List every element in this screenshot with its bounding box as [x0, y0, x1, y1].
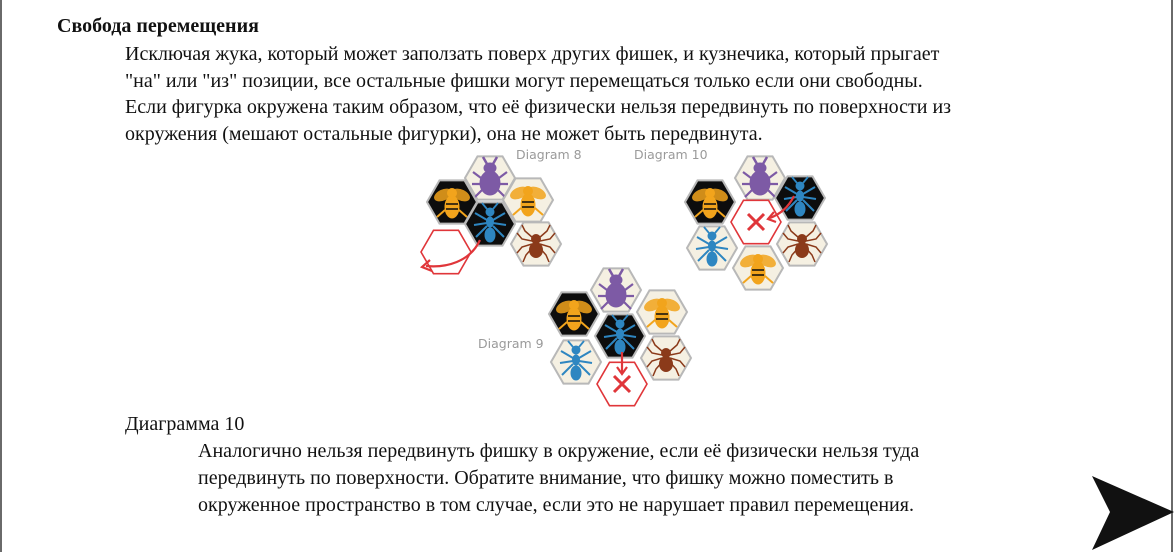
- diagram-10-label: Diagram 10: [634, 147, 708, 162]
- paragraph-line: "на" или "из" позиции, все остальные фиш…: [125, 69, 923, 92]
- paragraph-line: передвинуть по поверхности. Обратите вни…: [198, 467, 894, 489]
- hex-tile-ant: [594, 313, 646, 359]
- hex-tile-bee: [636, 289, 688, 335]
- hex-tile-ant: [686, 225, 738, 271]
- hex-tile-bee: [684, 179, 736, 225]
- rules-paragraph: Исключая жука, который может заползать п…: [125, 41, 1135, 147]
- paragraph-line: Исключая жука, который может заползать п…: [125, 43, 940, 65]
- diagram-8: [419, 155, 562, 275]
- paragraph-line: окруженное пространство в том случае, ес…: [198, 494, 914, 516]
- page-frame-left: [0, 0, 2, 552]
- hex-tile-bee: [732, 245, 784, 291]
- hex-tile-spider: [776, 221, 828, 267]
- page-frame-right: [1171, 0, 1173, 552]
- move-arrow-icon: [419, 239, 482, 273]
- paragraph-line: Если фигурка окружена таким образом, что…: [125, 96, 952, 118]
- hex-tile-spider: [640, 335, 692, 381]
- freedom-of-movement-figure: Diagram 8 Diagram 10 Diagram 9: [410, 140, 830, 412]
- diagram-9: [548, 267, 692, 407]
- section-heading: Свобода перемещения: [57, 15, 259, 37]
- paragraph-line: окружения (мешают остальные фигурки), он…: [125, 122, 763, 145]
- hex-tile-spider: [510, 221, 562, 267]
- diagram-10: [684, 155, 828, 291]
- next-page-arrow-icon: [1092, 476, 1174, 550]
- paragraph-line: Аналогично нельзя передвинуть фишку в ок…: [198, 440, 920, 462]
- move-arrow-icon: [616, 352, 628, 376]
- hex-tile-ant: [550, 339, 602, 385]
- move-arrow-icon: [766, 195, 795, 224]
- diagram-8-label: Diagram 8: [516, 147, 582, 162]
- diagram-9-label: Diagram 9: [478, 336, 544, 351]
- diagram-caption: Диаграмма 10: [125, 413, 245, 435]
- diagram-10-description: Аналогично нельзя передвинуть фишку в ок…: [198, 438, 1078, 519]
- hex-tile-bee: [548, 291, 600, 337]
- hex-tile-beetle: [590, 267, 642, 313]
- next-page-button[interactable]: [1090, 470, 1174, 552]
